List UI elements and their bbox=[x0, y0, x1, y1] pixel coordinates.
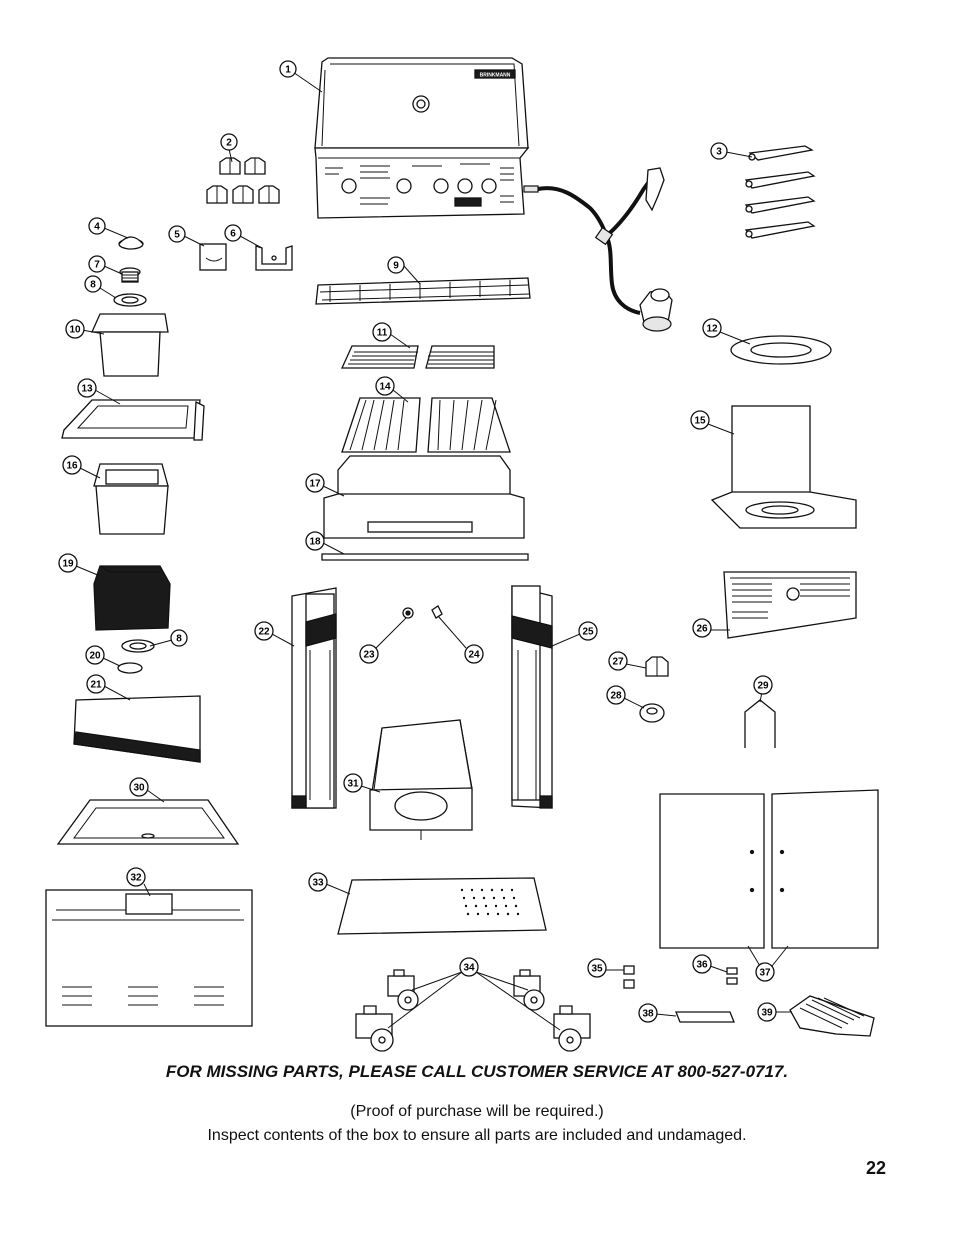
callout-label: 17 bbox=[309, 479, 321, 490]
inspect-contents-note: Inspect contents of the box to ensure al… bbox=[207, 1127, 747, 1144]
callout-label: 35 bbox=[591, 964, 603, 975]
callout-label: 24 bbox=[468, 650, 480, 661]
part-burners bbox=[744, 145, 816, 239]
callout-label: 7 bbox=[94, 260, 100, 271]
part-37-doors bbox=[659, 789, 879, 949]
callout-label: 33 bbox=[312, 878, 324, 889]
callout-label: 32 bbox=[130, 873, 142, 884]
part-27-knob bbox=[645, 656, 669, 677]
callout-group: 1 2 3 4 5 6 7 8 9 10 11 12 13 14 15 16 1 bbox=[58, 60, 792, 1031]
part-13 bbox=[61, 399, 205, 441]
part-22-left-panel bbox=[291, 587, 337, 809]
callout-label: 10 bbox=[69, 325, 81, 336]
callout-label: 22 bbox=[258, 627, 270, 638]
part-14-heat-tents bbox=[341, 397, 511, 453]
callout-label: 14 bbox=[379, 382, 391, 393]
missing-parts-notice: FOR MISSING PARTS, PLEASE CALL CUSTOMER … bbox=[165, 1062, 789, 1081]
proof-of-purchase-note: (Proof of purchase will be required.) bbox=[350, 1103, 604, 1120]
part-5 bbox=[199, 243, 227, 271]
part-19 bbox=[93, 565, 171, 631]
part-28 bbox=[639, 703, 665, 723]
callout-label: 12 bbox=[706, 324, 718, 335]
callout-label: 19 bbox=[62, 559, 74, 570]
callout-label: 3 bbox=[716, 147, 722, 158]
part-gas-hose bbox=[537, 186, 641, 315]
page-number: 22 bbox=[865, 1158, 886, 1178]
parts-diagram: BRINKMANN bbox=[45, 57, 879, 1052]
callout-label: 23 bbox=[363, 650, 375, 661]
callout-label: 30 bbox=[133, 783, 145, 794]
callout-label: 8 bbox=[176, 634, 182, 645]
callout-label: 29 bbox=[757, 681, 769, 692]
callout-label: 13 bbox=[81, 384, 93, 395]
callout-label: 38 bbox=[642, 1009, 654, 1020]
callout-label: 16 bbox=[66, 461, 78, 472]
part-30-tray bbox=[56, 799, 240, 845]
part-17-firebox bbox=[323, 455, 525, 539]
callout-label: 6 bbox=[230, 229, 236, 240]
part-4 bbox=[118, 236, 144, 250]
callout-label: 8 bbox=[90, 280, 96, 291]
part-7 bbox=[119, 267, 141, 283]
part-8-ring-2 bbox=[121, 639, 155, 653]
part-18-rod bbox=[321, 553, 529, 561]
part-16 bbox=[93, 463, 169, 535]
part-33-panel bbox=[337, 877, 547, 935]
part-34-casters bbox=[355, 969, 591, 1052]
callout-label: 34 bbox=[463, 963, 475, 974]
part-15-side-burner bbox=[710, 405, 857, 529]
part-35 bbox=[623, 965, 635, 989]
callout-label: 37 bbox=[759, 968, 771, 979]
callout-label: 9 bbox=[393, 261, 399, 272]
part-11-grates bbox=[340, 345, 495, 369]
part-24 bbox=[431, 605, 443, 619]
part-32-back-panel bbox=[45, 889, 253, 1027]
part-39-rack bbox=[789, 995, 875, 1037]
part-10 bbox=[90, 313, 169, 377]
part-38-bracket bbox=[675, 1011, 735, 1023]
part-9 bbox=[315, 277, 531, 305]
part-25-right-panel bbox=[511, 585, 553, 809]
brand-label: BRINKMANN bbox=[480, 73, 511, 79]
part-grill-head: BRINKMANN bbox=[314, 57, 539, 219]
part-26-control-panel bbox=[723, 571, 857, 639]
callout-label: 18 bbox=[309, 537, 321, 548]
callout-label: 28 bbox=[610, 691, 622, 702]
callout-label: 2 bbox=[226, 138, 232, 149]
part-8-ring bbox=[113, 293, 147, 307]
part-23 bbox=[402, 607, 414, 619]
callout-label: 11 bbox=[377, 328, 388, 339]
callout-label: 4 bbox=[94, 222, 100, 233]
part-20 bbox=[117, 662, 143, 674]
callout-label: 21 bbox=[90, 680, 102, 691]
callout-label: 1 bbox=[285, 65, 291, 76]
part-6 bbox=[255, 245, 293, 271]
callout-label: 5 bbox=[174, 230, 180, 241]
callout-label: 31 bbox=[347, 779, 359, 790]
part-control-knobs bbox=[206, 157, 280, 204]
callout-label: 36 bbox=[696, 960, 708, 971]
callout-label: 20 bbox=[89, 651, 101, 662]
callout-label: 26 bbox=[696, 624, 708, 635]
callout-label: 39 bbox=[761, 1008, 773, 1019]
part-31-bottom-shelf bbox=[369, 719, 473, 840]
part-12 bbox=[730, 335, 832, 365]
callout-label: 27 bbox=[612, 657, 624, 668]
callout-label: 15 bbox=[694, 416, 706, 427]
part-36 bbox=[726, 967, 738, 985]
callout-label: 25 bbox=[582, 627, 594, 638]
part-21 bbox=[73, 695, 201, 763]
part-29 bbox=[744, 699, 776, 748]
